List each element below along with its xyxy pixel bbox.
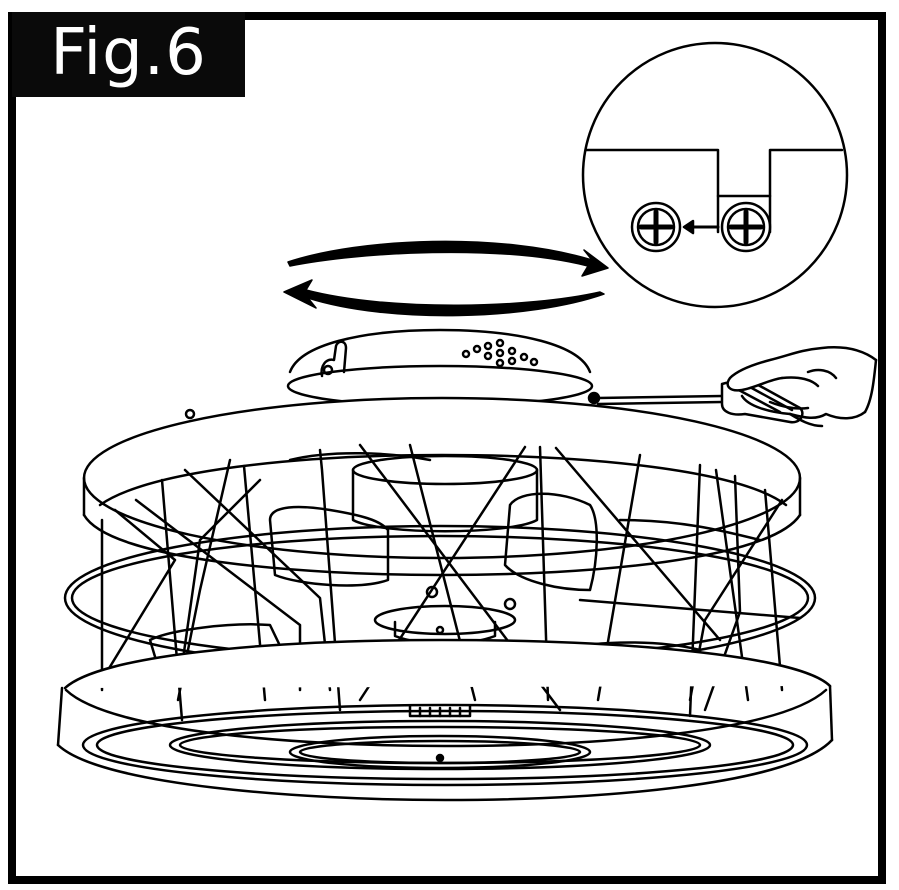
- mounting-canopy: [286, 328, 594, 408]
- phillips-screw-icon: [720, 201, 772, 253]
- slide-arrow-icon: [682, 219, 720, 235]
- phillips-screw-icon: [630, 201, 682, 253]
- bottom-ring: [56, 638, 834, 802]
- fan-blade: [268, 505, 390, 587]
- figure-label: Fig.6: [12, 12, 245, 97]
- detail-circle: [581, 41, 849, 309]
- motor-housing: [288, 452, 539, 645]
- fan-blade: [503, 492, 598, 592]
- hand-icon: [726, 346, 878, 428]
- figure-frame: [8, 12, 886, 884]
- rotation-arrows-icon: [283, 240, 609, 317]
